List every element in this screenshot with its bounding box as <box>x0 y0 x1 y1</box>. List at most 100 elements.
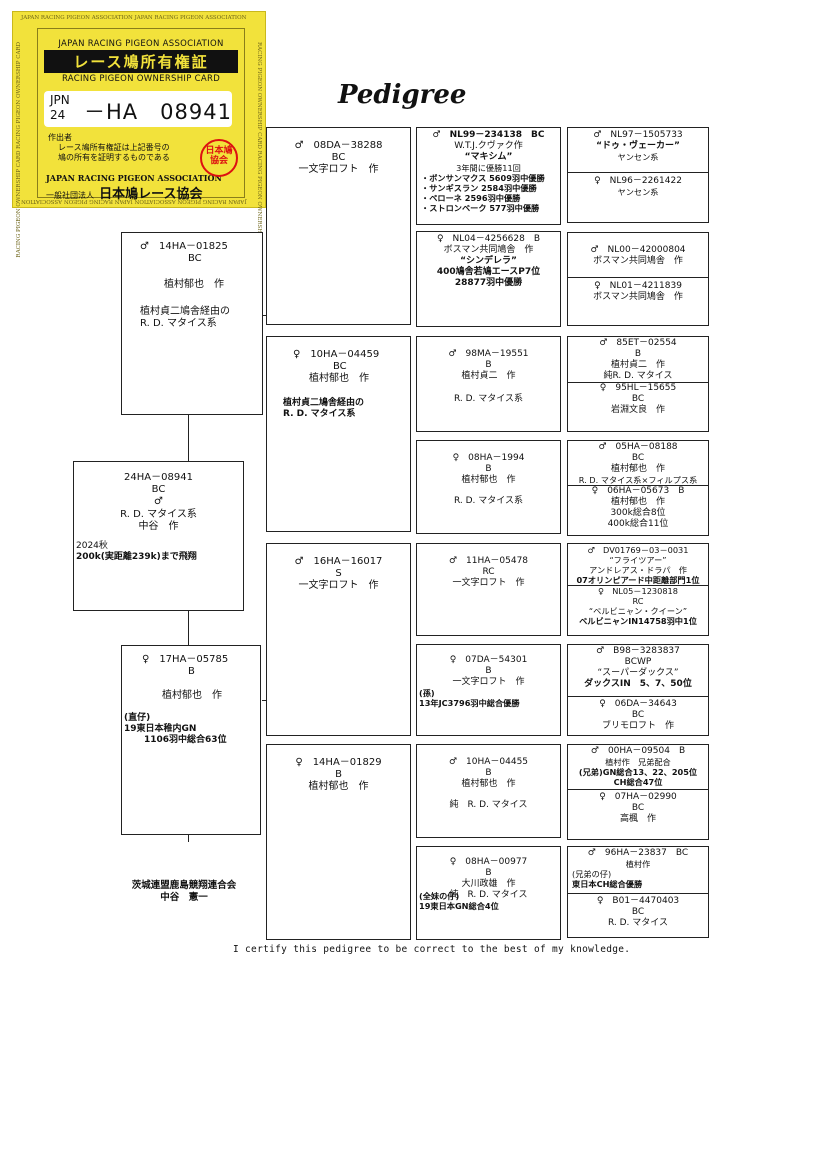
gen3-b1-r1: 3年間に優勝11回 <box>456 162 521 173</box>
gen4-a12-breeder: ブリモロフト 作 <box>601 720 674 731</box>
gen3-b3-ring: ♂ 98MA－19551 <box>448 349 529 359</box>
gen4-a10-ring: ♀ NL05－1230818 <box>598 586 678 596</box>
dam-note2: 19東日本稚内GN <box>124 723 197 734</box>
subject-owner: 中谷 作 <box>138 520 179 532</box>
ownership-card: JAPAN RACING PIGEON ASSOCIATION JAPAN RA… <box>12 11 266 257</box>
gen4-a6-ring: ♀ 95HL－15655 <box>599 382 677 393</box>
gen4-a5a6: ♂ 85ET－02554 B 植村貞二 作 純R. D. マタイス ♀ 95HL… <box>567 336 709 432</box>
gen4-a12-ring: ♀ 06DA－34643 <box>599 698 677 709</box>
gen3-b6: ♀ 07DA－54301 B 一文字ロフト 作 (孫) 13年JC3796羽中総… <box>416 644 561 736</box>
gen3-b1-r2: ・ボンサンマクス 5609羽中優勝 <box>421 172 545 183</box>
gen4-a1-ring: ♂ NL97－1505733 <box>593 130 683 140</box>
gen4-a8-r2: 400k総合11位 <box>607 518 669 529</box>
gen4-a15-r2: 東日本CH総合優勝 <box>572 878 643 889</box>
gen3-b8-ring: ♀ 08HA－00977 <box>449 857 528 867</box>
gen2-dd-ring: ♀ 14HA－01829 <box>295 757 382 768</box>
gen3-b4: ♀ 08HA－1994 B 植村郁也 作 R. D. マタイス系 <box>416 440 561 534</box>
certify-statement: I certify this pedigree to be correct to… <box>233 944 631 955</box>
card-note-line2: 鳩の所有を証明するものである <box>58 152 170 162</box>
gen2-sire-dam: ♀ 10HA－04459 BC 植村郁也 作 植村貞二鳩舎経由の R. D. マ… <box>266 336 411 532</box>
sire-box: ♂ 14HA－01825 BC 植村郁也 作 植村貞二鳩舎経由の R. D. マ… <box>121 232 263 415</box>
gen4-a1a2: ♂ NL97－1505733 “ドゥ・ヴェーカー” ヤンセン系 ♀ NL96－2… <box>567 127 709 223</box>
gen3-b1-r4: ・ペローネ 2596羽中優勝 <box>421 192 521 203</box>
subject-note1: 2024秋 <box>76 540 108 551</box>
gen3-b5-breeder: 一文字ロフト 作 <box>452 577 525 588</box>
gen3-b5: ♂ 11HA－05478 RC 一文字ロフト 作 <box>416 543 561 636</box>
gen3-b6-breeder: 一文字ロフト 作 <box>452 676 525 687</box>
gen4-a9-breeder: アンドレアス・ドラパ 作 <box>589 565 687 575</box>
gen4-a7-breeder: 植村郁也 作 <box>610 463 665 474</box>
gen2-dd-breeder: 植村郁也 作 <box>308 781 369 793</box>
gen4-a15-ring: ♂ 96HA－23837 BC <box>587 848 689 858</box>
gen4-a6-breeder: 岩淵文良 作 <box>610 404 665 415</box>
gen4-a15-breeder: 植村作 <box>625 858 651 869</box>
gen2-sd-color: BC <box>333 361 347 373</box>
gen4-a5-ring: ♂ 85ET－02554 <box>599 338 677 348</box>
gen4-a11-color: BCWP <box>624 656 652 667</box>
subject-ring: 24HA－08941 <box>124 472 193 483</box>
gen3-b3-breeder: 植村貞二 作 <box>461 370 516 381</box>
gen2-ss-color: BC <box>331 152 346 164</box>
gen4-a1-name: “ドゥ・ヴェーカー” <box>596 140 680 151</box>
gen3-b1-ring: ♂ NL99－234138 BC <box>432 130 545 140</box>
gen3-b4-color: B <box>485 463 492 474</box>
gen4-a8-ring: ♀ 06HA－05673 B <box>591 485 685 496</box>
ring-prefix-bottom: 24 <box>50 107 66 122</box>
gen3-b2-breeder: ボスマン共同鳩舎 作 <box>443 244 534 255</box>
dam-note1: (直仔) <box>124 712 151 723</box>
gen2-ds-ring: ♂ 16HA－16017 <box>294 556 383 567</box>
gen2-sire-sire: ♂ 08DA－38288 BC 一文字ロフト 作 <box>266 127 411 325</box>
gen4-a16-ring: ♀ B01－4470403 <box>596 895 680 906</box>
gen4-a5-color: B <box>634 348 642 359</box>
gen3-b1: ♂ NL99－234138 BC W.T.J.クヴァク作 “マキシム” 3年間に… <box>416 127 561 225</box>
gen3-b7-line: 純 R. D. マタイス <box>449 799 528 810</box>
gen4-a15a16: ♂ 96HA－23837 BC 植村作 (兄弟の仔) 東日本CH総合優勝 ♀ B… <box>567 846 709 938</box>
gen4-a3a4: ♂ NL00－42000804 ボスマン共同鳩舎 作 ♀ NL01－421183… <box>567 232 709 326</box>
card-issuer-prefix: 一般社団法人 <box>46 191 94 200</box>
gen3-b2: ♀ NL04－4256628 B ボスマン共同鳩舎 作 “シンデレラ” 400鳩… <box>416 231 561 327</box>
gen4-a7-color: BC <box>631 452 645 463</box>
gen4-a1-line: ヤンセン系 <box>617 151 659 162</box>
club-line1: 茨城連盟鹿島競翔連合会 <box>131 880 237 891</box>
subject-line: R. D. マタイス系 <box>120 508 197 520</box>
gen4-a2-ring: ♀ NL96－2261422 <box>594 175 682 186</box>
gen3-b7-ring: ♂ 10HA－04455 <box>448 757 529 767</box>
gen4-a11-ring: ♂ B98－3283837 <box>596 646 680 656</box>
gen3-b8-color: B <box>485 867 492 878</box>
gen3-b6-note1: (孫) <box>419 687 435 698</box>
subject-note2: 200k(実距離239k)まで飛翔 <box>76 551 197 562</box>
dam-note3: 1106羽中総合63位 <box>144 734 227 745</box>
card-assoc-en: JAPAN RACING PIGEON ASSOCIATION <box>58 39 224 49</box>
gen4-a8-breeder: 植村郁也 作 <box>610 496 665 507</box>
gen3-b8-note1: (全妹の仔) <box>419 890 460 901</box>
gen4-a13-r1: (兄弟)GN総合13、22、205位 <box>578 766 698 777</box>
gen2-sd-note1: 植村貞二鳩舎経由の <box>283 397 365 408</box>
card-subtitle-en: RACING PIGEON OWNERSHIP CARD <box>61 74 221 84</box>
gen3-b6-note2: 13年JC3796羽中総合優勝 <box>419 697 520 708</box>
gen3-b2-name: “シンデレラ” <box>460 255 517 266</box>
ring-number: －HA 08941 <box>84 100 232 124</box>
gen3-b2-r2: 28877羽中優勝 <box>454 277 523 288</box>
gen4-a13-ring: ♂ 00HA－09504 B <box>590 746 686 756</box>
gen4-a9-name: “フライツアー” <box>609 555 667 565</box>
gen3-b7-breeder: 植村郁也 作 <box>461 778 516 789</box>
gen4-a13-r2: CH総合47位 <box>613 776 663 787</box>
gen4-a4-ring: ♀ NL01－4211839 <box>594 280 682 291</box>
gen4-a8-r1: 300k総合8位 <box>610 507 666 518</box>
gen4-a10-color: RC <box>632 596 644 606</box>
subject-box: 24HA－08941 BC ♂ R. D. マタイス系 中谷 作 2024秋 2… <box>73 461 244 611</box>
gen4-a7-ring: ♂ 05HA－08188 <box>598 442 678 452</box>
gen2-sd-breeder: 植村郁也 作 <box>309 373 369 385</box>
gen3-b8-breeder: 大川政雄 作 <box>461 878 516 889</box>
gen4-a6-color: BC <box>631 393 645 404</box>
gen4-a11-race: ダックスIN 5、7、50位 <box>584 678 692 689</box>
gen3-b1-name: “マキシム” <box>464 151 513 162</box>
connector <box>262 315 268 316</box>
gen2-dam-dam: ♀ 14HA－01829 B 植村郁也 作 <box>266 744 411 940</box>
gen4-a13a14: ♂ 00HA－09504 B 植村作 兄弟配合 (兄弟)GN総合13、22、20… <box>567 744 709 840</box>
gen3-b4-breeder: 植村郁也 作 <box>461 474 516 485</box>
gen4-a5-breeder: 植村貞二 作 <box>610 359 665 370</box>
gen3-b8: ♀ 08HA－00977 B 大川政雄 作 純 R. D. マタイス (全妹の仔… <box>416 846 561 940</box>
gen4-a2-line: ヤンセン系 <box>617 186 659 197</box>
gen3-b7: ♂ 10HA－04455 B 植村郁也 作 純 R. D. マタイス <box>416 744 561 838</box>
